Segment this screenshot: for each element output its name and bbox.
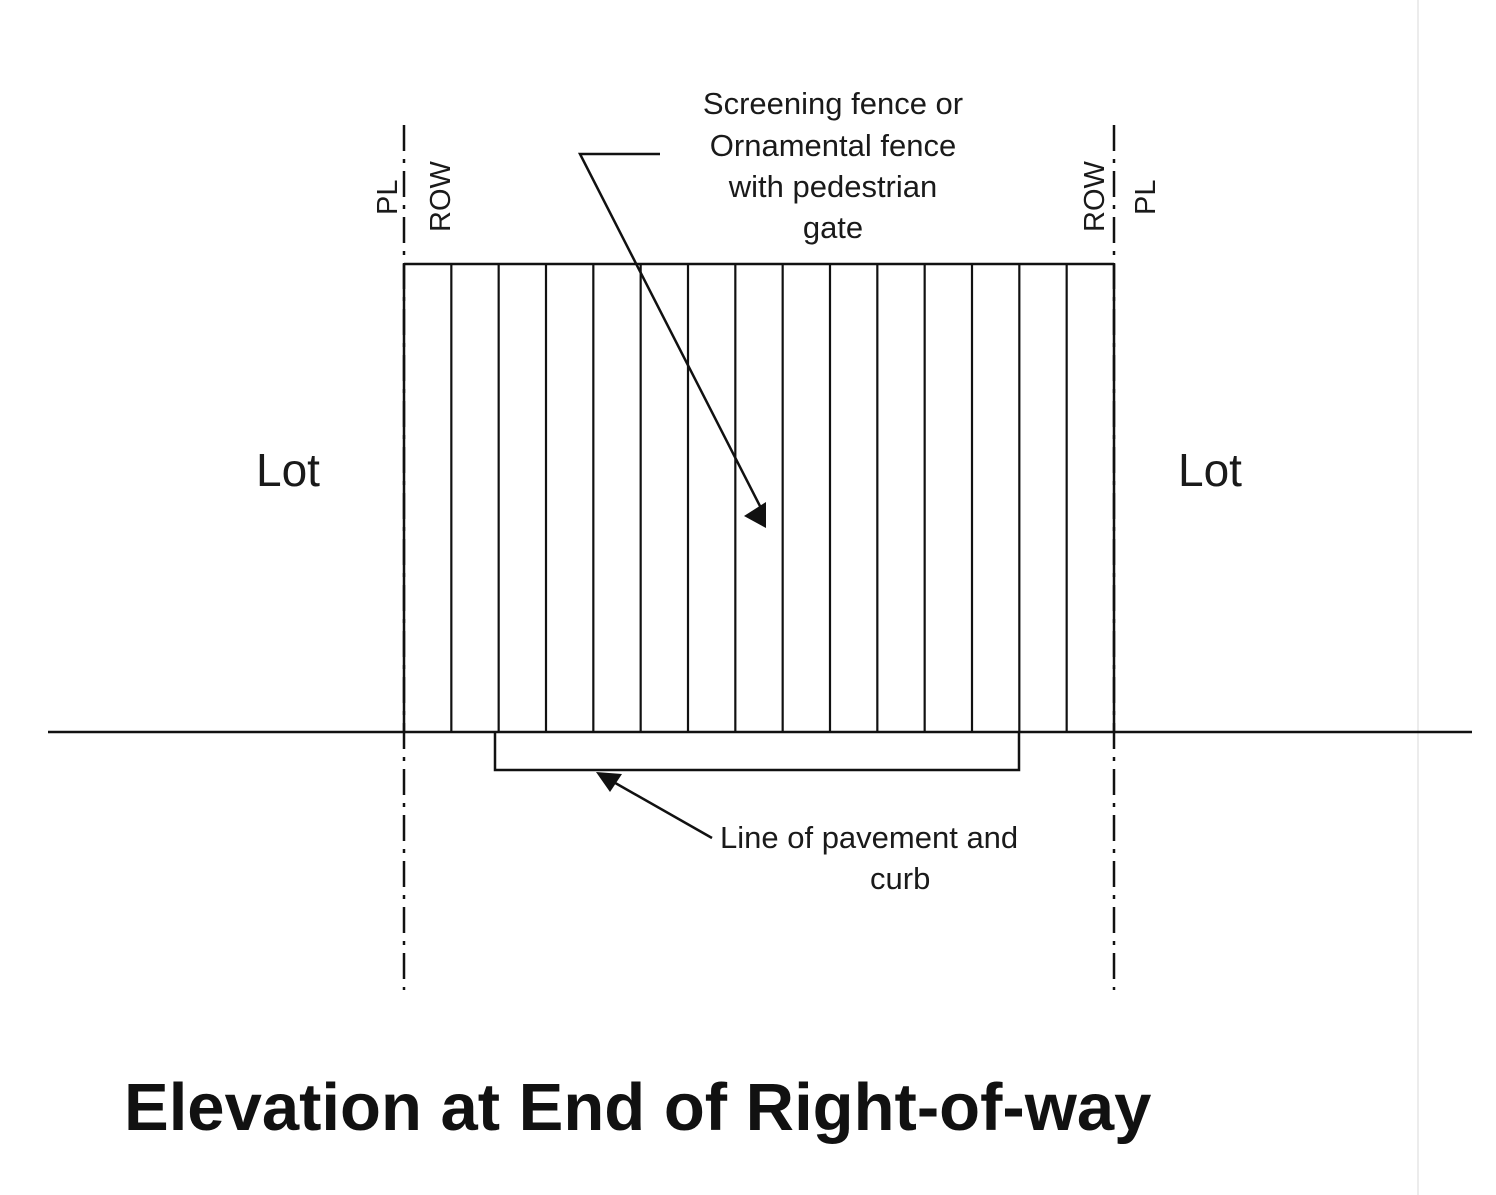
fence-pickets (402, 264, 1116, 732)
pavement-callout-line-2: curb (870, 861, 930, 896)
left-row-mark: ROW (425, 161, 457, 233)
pavement-callout-arrowhead (596, 772, 622, 792)
fence-callout-line-2: Ornamental fence (710, 128, 956, 163)
fence-callout-leader (577, 152, 765, 513)
fence-callout-line-1: Screening fence or (703, 86, 963, 121)
lot-label-left: Lot (256, 444, 320, 496)
pavement-callout-leader (609, 778, 713, 840)
fence-callout-line-4: gate (803, 210, 863, 245)
right-pl-mark: PL (1130, 180, 1162, 215)
pavement-callout-line-1: Line of pavement and (720, 820, 1018, 855)
fence-callout-arrowhead (744, 502, 766, 528)
lot-label-right: Lot (1178, 444, 1242, 496)
fence-callout-line-3: with pedestrian (728, 169, 938, 204)
diagram-title: Elevation at End of Right-of-way (124, 1070, 1151, 1145)
right-row-mark: ROW (1079, 161, 1111, 233)
left-pl-mark: PL (372, 180, 404, 215)
pavement-curb-outline (493, 732, 1021, 772)
